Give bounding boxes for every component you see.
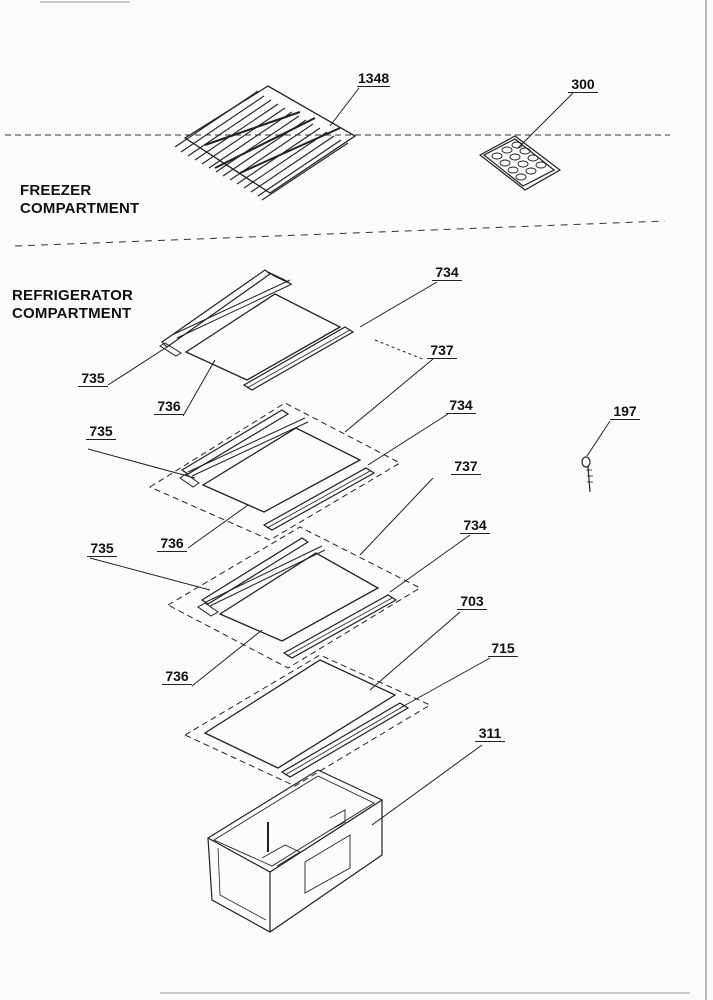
leader-300 xyxy=(518,93,573,148)
part-label-shelf1-right-rail: 734 xyxy=(432,265,462,281)
leader-737-3 xyxy=(360,478,433,555)
part-label-screw: 197 xyxy=(610,404,640,420)
part-label-crisper-pan: 311 xyxy=(475,726,505,742)
crisper-cover xyxy=(205,660,408,777)
freezer-compartment-label: FREEZER COMPARTMENT xyxy=(20,182,139,218)
leader-734-2 xyxy=(368,414,448,465)
leader-737-2 xyxy=(345,359,433,432)
refrigerator-label-line2: COMPARTMENT xyxy=(12,305,132,322)
refrigerator-compartment-label: REFRIGERATOR COMPARTMENT xyxy=(12,287,133,323)
shelf-3-frame xyxy=(168,527,420,668)
leader-197 xyxy=(587,421,610,456)
part-label-shelf2-frame: 737 xyxy=(451,459,481,475)
leader-1348 xyxy=(330,88,359,126)
part-label-shelf2-left-rail: 735 xyxy=(86,424,116,440)
part-label-shelf1-frame: 737 xyxy=(427,343,457,359)
part-label-shelf2-glass: 736 xyxy=(157,536,187,552)
shelf-1 xyxy=(160,270,353,390)
part-label-crisper-cover-rail: 715 xyxy=(488,641,518,657)
part-label-crisper-cover-glass: 703 xyxy=(457,594,487,610)
leader-736-2 xyxy=(188,505,248,548)
freezer-label-line2: COMPARTMENT xyxy=(20,200,140,217)
refrigerator-label-line1: REFRIGERATOR xyxy=(12,287,134,304)
crisper-cover-frame xyxy=(185,655,430,786)
crisper-pan xyxy=(208,770,382,932)
leader-735-3 xyxy=(90,558,210,590)
part-label-wire-shelf: 1348 xyxy=(357,70,391,87)
leader-737-1 xyxy=(375,340,425,360)
part-label-shelf3-glass: 736 xyxy=(162,669,192,685)
part-label-shelf3-right-rail: 734 xyxy=(460,518,490,534)
screw xyxy=(581,456,593,492)
part-label-shelf1-glass: 736 xyxy=(154,399,184,415)
wire-shelf xyxy=(175,86,355,200)
leader-734-3 xyxy=(390,535,470,592)
part-label-ice-tray: 300 xyxy=(568,77,598,93)
leader-736-1 xyxy=(183,360,215,416)
shelf-2 xyxy=(180,410,374,530)
leader-715 xyxy=(400,658,490,708)
ice-tray xyxy=(480,136,560,190)
leader-734-1 xyxy=(360,282,437,327)
part-label-shelf2-right-rail: 734 xyxy=(446,398,476,414)
leader-703 xyxy=(370,612,460,690)
leader-736-3 xyxy=(192,630,262,686)
leader-735-1 xyxy=(108,345,170,385)
freezer-label-line1: FREEZER xyxy=(20,182,92,199)
part-label-shelf3-left-rail: 735 xyxy=(87,541,117,557)
shelf-3 xyxy=(198,538,396,658)
freezer-refrigerator-divider xyxy=(15,221,665,246)
part-label-shelf1-left-rail: 735 xyxy=(78,371,108,387)
leader-735-2 xyxy=(88,449,195,478)
leader-311 xyxy=(372,745,482,825)
shelf-2-frame xyxy=(150,403,400,540)
